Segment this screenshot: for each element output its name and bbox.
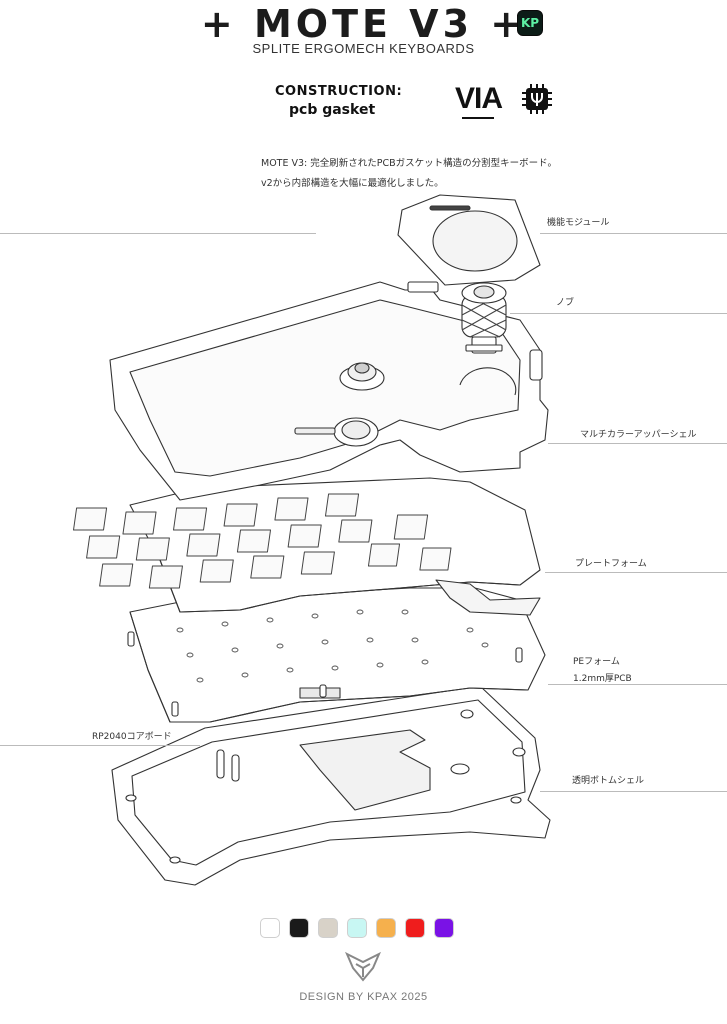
label-rp2040: RP2040コアボード [92, 732, 172, 742]
via-logo-underline [462, 117, 494, 119]
callout-lines [0, 233, 727, 792]
label-bottom-shell: 透明ボトムシェル [572, 776, 645, 786]
label-pe-foam: PEフォーム [573, 657, 620, 667]
color-swatch [405, 918, 425, 938]
description-line-1: MOTE V3: 完全刷新されたPCBガスケット構造の分割型キーボード。 [261, 158, 557, 169]
color-swatch [376, 918, 396, 938]
construction-value: pcb gasket [289, 102, 376, 118]
knob-drawing [461, 282, 507, 354]
bottom-shell-drawing [111, 685, 551, 886]
color-swatch [289, 918, 309, 938]
via-logo: VIA [455, 82, 503, 115]
page-subtitle: SPLITE ERGOMECH KEYBOARDS [252, 41, 475, 56]
label-upper-shell: マルチカラーアッパーシェル [580, 430, 697, 440]
kp-logo-badge: KP [517, 10, 543, 36]
label-function-module: 機能モジュール [547, 218, 610, 228]
pcb-holes [176, 609, 489, 683]
color-swatch [318, 918, 338, 938]
label-pcb: 1.2mm厚PCB [573, 674, 632, 684]
color-swatch [434, 918, 454, 938]
function-module-drawing [397, 194, 541, 286]
label-plate-foam: プレートフォーム [575, 559, 647, 569]
construction-label: CONSTRUCTION: [275, 84, 403, 99]
plate-foam-switch-cutouts [73, 493, 452, 589]
description-line-2: v2から内部構造を大幅に最適化しました。 [261, 178, 444, 189]
color-swatch [260, 918, 280, 938]
kpax-logo-icon [345, 951, 381, 982]
label-knob: ノブ [556, 298, 575, 308]
page-title: + MOTE V3 + [200, 2, 527, 46]
color-swatch [347, 918, 367, 938]
footer-credit: DESIGN BY KPAX 2025 [299, 991, 428, 1003]
joystick-drawing [339, 362, 385, 391]
chip-psi-icon [522, 84, 552, 114]
upper-shell-drawing [109, 281, 549, 501]
